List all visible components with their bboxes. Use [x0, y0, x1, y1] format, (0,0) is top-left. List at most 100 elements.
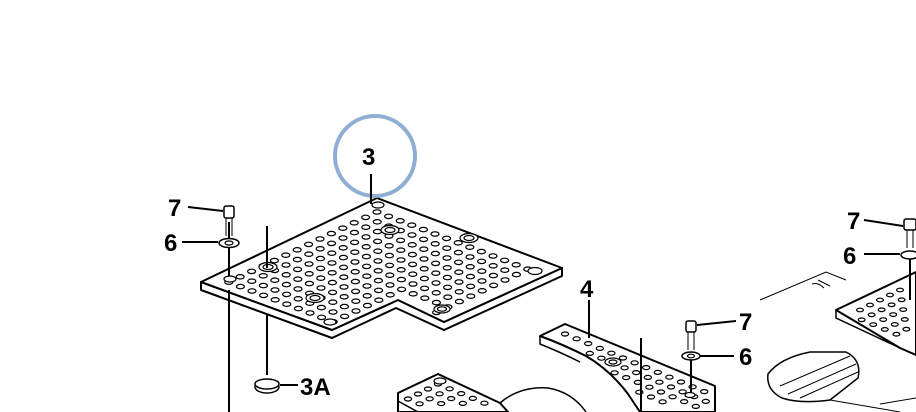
perforation-hole — [560, 331, 570, 337]
perforation-hole — [445, 386, 454, 392]
perforation-hole — [895, 287, 904, 293]
perforation-hole — [879, 317, 888, 323]
perforation-hole — [350, 249, 360, 256]
perforation-hole — [327, 250, 337, 257]
perforation-hole — [511, 261, 521, 268]
perforation-hole — [646, 394, 656, 400]
perforation-hole — [407, 232, 417, 238]
perforation-hole — [384, 213, 394, 220]
perforation-hole — [362, 273, 372, 280]
perforation-hole — [620, 365, 629, 371]
perforation-hole — [316, 265, 326, 272]
perforation-hole — [372, 219, 382, 225]
perforation-hole — [385, 291, 395, 298]
perforation-hole — [442, 274, 452, 281]
perforation-hole — [437, 401, 446, 407]
perforation-hole — [351, 288, 361, 295]
perforation-hole — [361, 234, 371, 240]
perforation-hole — [419, 256, 429, 262]
perforation-hole — [477, 278, 487, 284]
perforation-hole — [430, 231, 440, 237]
perforation-hole — [419, 246, 429, 253]
perforation-hole — [431, 280, 441, 286]
perforation-hole — [488, 272, 498, 279]
perforation-hole — [665, 374, 674, 380]
perforation-hole — [420, 295, 430, 302]
perforation-hole — [304, 241, 314, 248]
perforation-hole — [680, 399, 689, 405]
perforation-hole — [700, 389, 709, 395]
perforation-hole — [350, 278, 360, 285]
callout-3-highlight: 3 — [333, 114, 417, 204]
perforation-hole — [419, 275, 429, 282]
perforation-hole — [666, 384, 676, 390]
perforation-hole — [282, 301, 292, 308]
perforation-hole — [676, 379, 686, 385]
countersunk-holes — [223, 201, 543, 326]
perforation-hole — [338, 245, 348, 251]
perforation-hole — [339, 264, 349, 271]
perforation-hole — [281, 262, 291, 268]
perforation-hole — [645, 384, 654, 390]
perforation-hole — [457, 391, 466, 397]
right-plate-holes — [855, 287, 911, 337]
perforation-hole — [396, 247, 406, 254]
perforation-hole — [869, 322, 878, 328]
perforation-hole — [317, 314, 327, 321]
callout-6-left: 6 — [164, 230, 177, 257]
perforation-hole — [454, 298, 464, 305]
perforation-hole — [431, 270, 441, 277]
perforation-hole — [361, 224, 371, 231]
perforation-hole — [373, 238, 383, 245]
callout-7-center: 7 — [739, 309, 752, 336]
perforation-hole — [668, 394, 677, 400]
perforation-hole — [890, 322, 899, 327]
perforation-hole — [465, 273, 475, 280]
perforation-hole — [373, 267, 383, 274]
perforation-hole — [349, 220, 359, 226]
perforation-hole — [315, 246, 325, 252]
perforation-hole — [465, 263, 475, 270]
perforation-hole — [326, 230, 336, 237]
perforation-hole — [430, 241, 440, 247]
perforation-hole — [431, 289, 441, 296]
perforation-hole — [362, 292, 372, 299]
perforation-hole — [235, 273, 245, 280]
perforation-hole — [642, 365, 651, 371]
perforation-hole — [292, 247, 302, 253]
perforation-hole — [362, 263, 372, 270]
perforation-hole — [585, 350, 595, 356]
perforation-hole — [572, 336, 581, 342]
callout-7-right: 7 — [847, 208, 860, 235]
perforation-hole — [270, 287, 280, 293]
perforation-hole — [351, 298, 361, 305]
callout-3: 3 — [362, 144, 375, 171]
perforation-hole — [293, 266, 303, 273]
plate-3-assembly-lines — [228, 222, 268, 412]
perforation-hole — [385, 272, 395, 279]
perforation-hole — [875, 297, 884, 303]
perforation-hole — [454, 288, 464, 295]
perforation-hole — [892, 331, 901, 337]
perforation-hole — [442, 264, 452, 271]
perforation-hole — [653, 369, 663, 375]
perforation-hole — [350, 268, 360, 275]
perforation-hole — [407, 242, 417, 248]
perforation-hole — [373, 277, 383, 284]
perforation-hole — [339, 274, 349, 281]
perforation-hole — [281, 281, 291, 288]
perforation-hole — [350, 259, 360, 265]
perforation-hole — [269, 257, 279, 264]
perforation-hole — [315, 255, 325, 262]
bolt-washer-center: 7 6 — [681, 309, 752, 399]
perforation-hole — [305, 310, 315, 316]
perforation-hole — [597, 355, 606, 361]
perforation-hole — [339, 293, 349, 300]
callout-3a: 3A — [300, 374, 331, 401]
plug-3a: 3A — [254, 374, 331, 401]
perforation-hole — [282, 291, 292, 298]
perforation-hole — [488, 253, 498, 259]
perforation-hole — [235, 283, 245, 290]
perforation-hole — [328, 299, 338, 306]
